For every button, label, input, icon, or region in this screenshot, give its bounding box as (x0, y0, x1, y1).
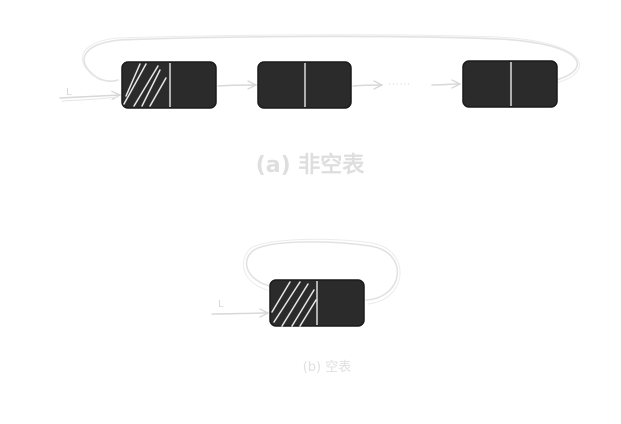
head-pointer-arrow-a (59, 95, 120, 98)
hatch-pattern-b (271, 281, 317, 327)
head-pointer-arrow-b (211, 313, 268, 314)
head-pointer-label-b: L (218, 299, 224, 310)
tail-node-a (462, 60, 558, 108)
diagram-a: L ······ (59, 34, 580, 178)
hatch-pattern-a (123, 63, 167, 107)
caption-b: (b) 空表 (303, 360, 352, 375)
next-arrow-2 (352, 85, 382, 86)
next-arrow-1 (217, 85, 256, 86)
circular-loop-a (83, 35, 579, 83)
ellipsis-dots: ······ (388, 80, 411, 90)
caption-a: (a) 非空表 (256, 152, 366, 178)
head-node-b (269, 279, 365, 327)
next-arrow-3 (431, 84, 460, 85)
node-2-a (257, 61, 352, 109)
head-pointer-label-a: L (66, 87, 72, 98)
circular-loop-b (245, 241, 399, 301)
diagram-b: L (b) 空表 (211, 238, 401, 375)
head-node-a (121, 61, 217, 109)
